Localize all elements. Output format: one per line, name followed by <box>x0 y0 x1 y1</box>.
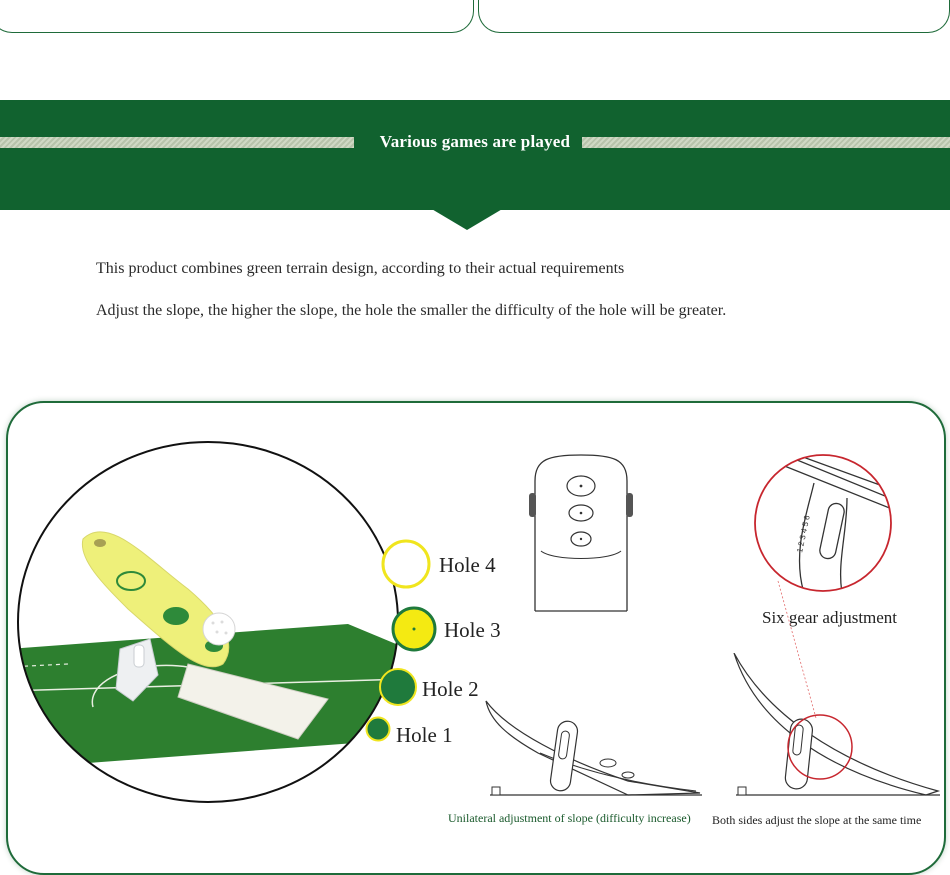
banner-rule-left <box>0 137 354 148</box>
description-line-2: Adjust the slope, the higher the slope, … <box>96 302 727 319</box>
gear-zoom-detail: 1 2 3 4 5 6 <box>754 454 892 592</box>
hole-1-marker <box>365 716 391 742</box>
banner-arrow <box>430 208 504 230</box>
six-gear-label: Six gear adjustment <box>762 608 898 627</box>
hole-4-marker <box>381 539 431 589</box>
hole-3-marker <box>391 606 437 652</box>
section-banner: Various games are played <box>0 100 950 210</box>
product-photo <box>17 441 399 803</box>
hole-2-label: Hole 2 <box>422 677 479 701</box>
hole-2-marker <box>379 668 417 706</box>
ramp-side-view-unilateral <box>485 700 702 796</box>
description-line-1: This product combines green terrain desi… <box>96 260 625 277</box>
caption-unilateral: Unilateral adjustment of slope (difficul… <box>448 811 691 825</box>
top-card-left <box>0 0 474 33</box>
hole-3-label: Hole 3 <box>444 618 501 642</box>
ramp-top-view <box>529 454 633 612</box>
hole-4-label: Hole 4 <box>439 553 496 577</box>
caption-bilateral: Both sides adjust the slope at the same … <box>712 813 922 827</box>
hole-1-label: Hole 1 <box>396 723 453 747</box>
product-panel: Hole 4 Hole 3 Hole 2 Hole 1 <box>6 401 946 875</box>
ramp-side-view-bilateral <box>733 653 941 796</box>
section-title: Various games are played <box>379 132 571 151</box>
banner-rule-right <box>582 137 950 148</box>
top-card-right <box>478 0 950 33</box>
